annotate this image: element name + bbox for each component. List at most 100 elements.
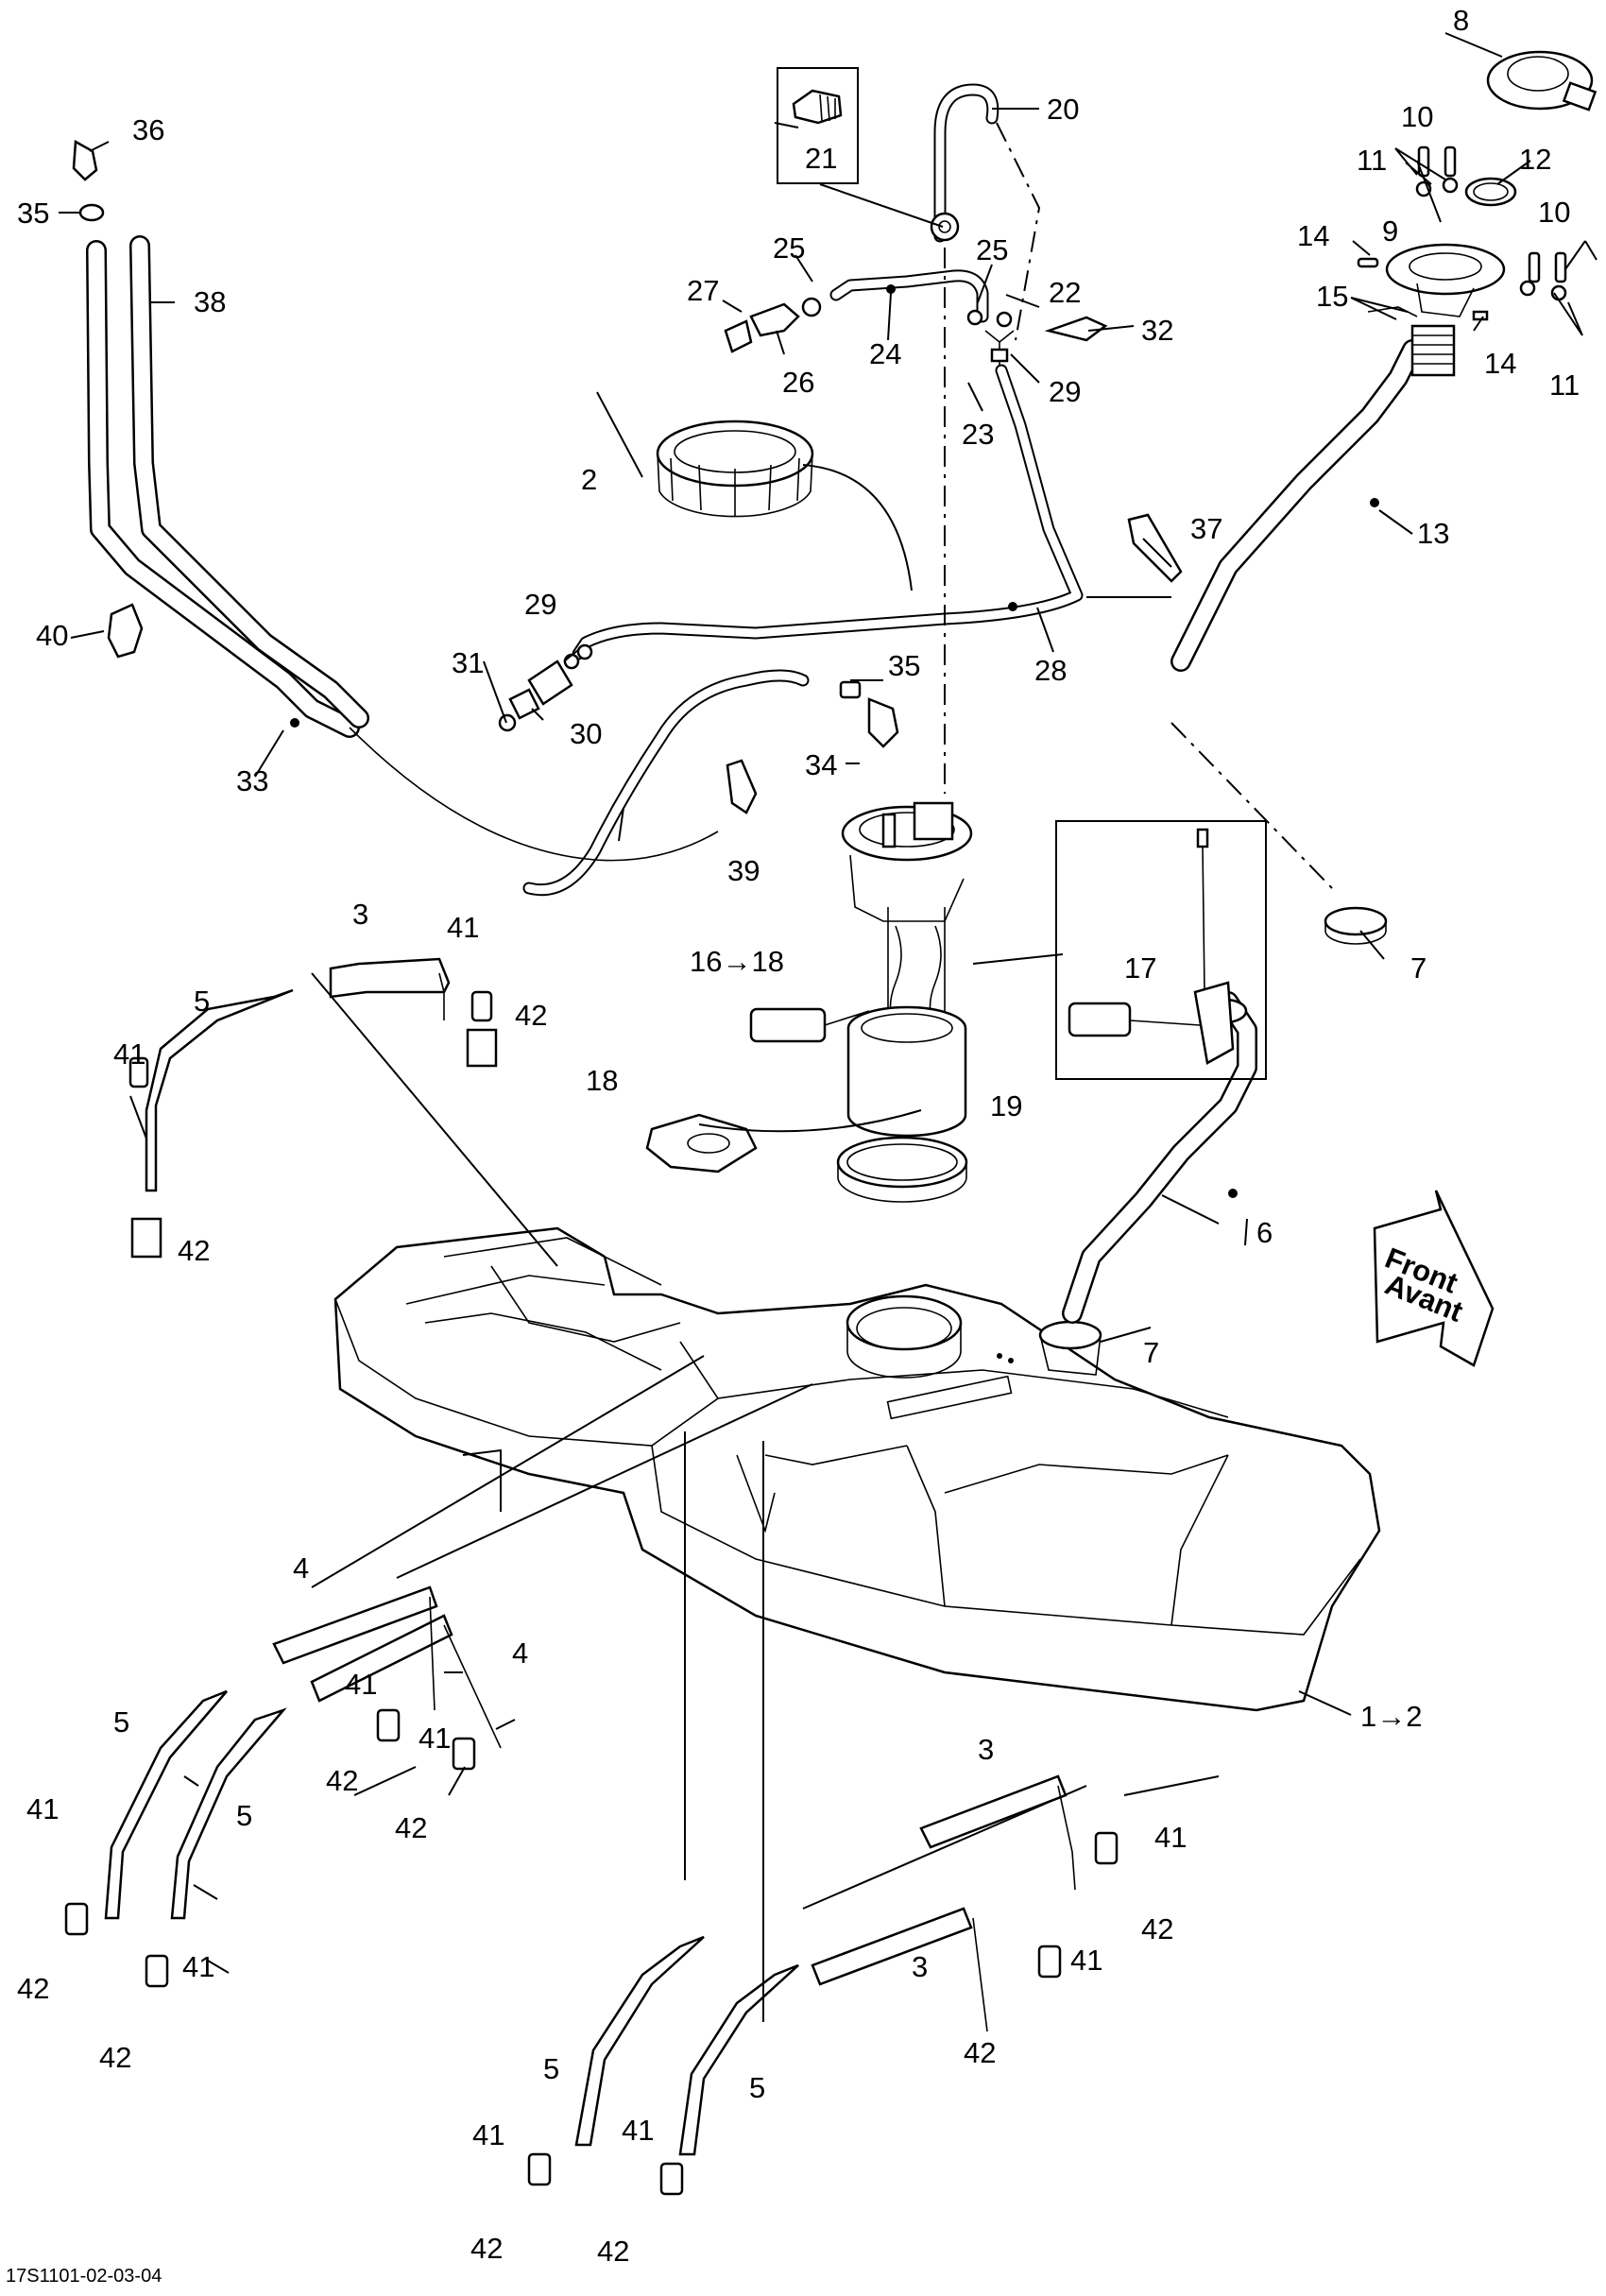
callout-4-top: 4 <box>293 1551 309 1585</box>
callout-20: 20 <box>1047 93 1079 126</box>
callout-labels: 8 10 11 12 9 14 10 15 14 11 13 7 6 7 1→2… <box>17 4 1580 2268</box>
callout-26: 26 <box>782 366 814 399</box>
callout-30: 30 <box>570 717 602 750</box>
callout-28: 28 <box>1034 654 1067 687</box>
straps-lower-right <box>527 1774 1119 2196</box>
callout-14-right: 14 <box>1484 347 1516 380</box>
callout-5-lower-left: 5 <box>543 2052 559 2085</box>
front-direction-arrow: Front Avant <box>1373 1190 1495 1367</box>
callout-33: 33 <box>236 764 268 797</box>
callout-37: 37 <box>1190 512 1222 545</box>
filler-hose <box>1062 906 1388 1324</box>
callout-32: 32 <box>1141 314 1173 347</box>
callout-40: 40 <box>36 619 68 652</box>
callout-2: 2 <box>581 463 597 496</box>
callout-1-2: 1→2 <box>1360 1700 1422 1733</box>
callout-41-a: 41 <box>447 911 479 944</box>
callout-42-g: 42 <box>1141 1912 1173 1945</box>
callout-39: 39 <box>727 854 760 887</box>
callout-29-left: 29 <box>524 588 556 621</box>
callout-7-lower: 7 <box>1143 1336 1159 1369</box>
vent-line-top <box>930 83 999 243</box>
callout-41-c: 41 <box>345 1668 377 1701</box>
callout-42-h: 42 <box>964 2036 996 2069</box>
strap-5-top-left <box>145 988 294 1192</box>
callout-leaders <box>59 32 1597 1974</box>
callout-41-g: 41 <box>1154 1821 1187 1854</box>
callout-42-c: 42 <box>326 1764 358 1797</box>
fuel-level-sender-inset <box>1055 820 1267 1080</box>
callout-13: 13 <box>1417 517 1449 550</box>
callout-29-top: 29 <box>1049 375 1081 408</box>
clamp-inset <box>777 67 859 184</box>
callout-41-b: 41 <box>113 1037 145 1071</box>
callout-41-e: 41 <box>26 1792 59 1825</box>
callout-23: 23 <box>962 418 994 451</box>
callout-5-top: 5 <box>194 985 210 1018</box>
flange-screws <box>1415 146 1567 301</box>
callout-41-f: 41 <box>182 1950 214 1983</box>
straps-lower-left <box>64 1585 502 1988</box>
callout-34: 34 <box>805 748 837 781</box>
callout-3-right: 3 <box>978 1733 994 1766</box>
callout-16-18: 16→18 <box>690 945 784 978</box>
callout-27: 27 <box>687 274 719 307</box>
callout-7-top: 7 <box>1410 951 1427 985</box>
callout-42-b: 42 <box>178 1234 210 1267</box>
callout-21: 21 <box>805 142 837 175</box>
callout-42-i: 42 <box>470 2232 503 2265</box>
callout-42-a: 42 <box>515 999 547 1032</box>
callout-42-j: 42 <box>597 2235 629 2268</box>
callout-41-h: 41 <box>1070 1944 1102 1977</box>
filler-cap <box>1486 50 1597 111</box>
callout-41-i: 41 <box>472 2118 504 2151</box>
callout-3-top: 3 <box>352 898 368 931</box>
callout-10-right: 10 <box>1538 196 1570 229</box>
callout-38: 38 <box>194 285 226 318</box>
callout-18: 18 <box>586 1064 618 1097</box>
drain-hoses <box>72 139 719 862</box>
fuel-tank <box>333 1226 1381 1712</box>
callout-25-right: 25 <box>976 233 1008 266</box>
callout-41-d: 41 <box>419 1722 451 1755</box>
drawing-number: 17S1101-02-03-04 <box>6 2266 162 2287</box>
callout-6: 6 <box>1256 1216 1273 1249</box>
callout-35-mid: 35 <box>888 649 920 682</box>
callout-36: 36 <box>132 113 164 146</box>
callout-10-top: 10 <box>1401 100 1433 133</box>
callout-15: 15 <box>1316 280 1348 313</box>
brackets-top-left <box>128 990 498 1259</box>
filler-neck-hose <box>1170 339 1423 672</box>
callout-31: 31 <box>452 646 484 679</box>
leader-lines <box>311 122 1333 2022</box>
fuel-line-28 <box>563 364 1084 670</box>
callout-42-d: 42 <box>395 1811 427 1844</box>
callout-22: 22 <box>1049 276 1081 309</box>
callout-9: 9 <box>1382 214 1398 248</box>
callout-42-e: 42 <box>17 1972 49 2005</box>
callout-11-top: 11 <box>1357 144 1387 177</box>
filler-neck-flange <box>1385 243 1506 377</box>
lock-ring <box>656 420 814 518</box>
callout-3-lower: 3 <box>912 1950 928 1983</box>
callout-4-right: 4 <box>512 1636 528 1670</box>
callout-24: 24 <box>869 337 901 370</box>
callout-19: 19 <box>990 1089 1022 1122</box>
callout-11-right: 11 <box>1549 368 1580 402</box>
callout-25-left: 25 <box>773 231 805 265</box>
check-valve-30-31 <box>498 660 573 732</box>
callout-5-mid: 5 <box>236 1799 252 1832</box>
vent-fittings <box>724 297 1108 368</box>
callout-8: 8 <box>1453 4 1469 37</box>
strap-3-top <box>329 957 451 1020</box>
callout-14-top: 14 <box>1297 219 1329 252</box>
callout-5-lower-right: 5 <box>749 2071 765 2104</box>
fuel-pump-module <box>749 801 973 1138</box>
fuel-line-34 <box>522 669 899 897</box>
callout-35-left: 35 <box>17 197 49 230</box>
vent-line-24 <box>829 269 989 323</box>
callout-5-left: 5 <box>113 1705 129 1739</box>
callout-42-f: 42 <box>99 2041 131 2074</box>
callout-41-j: 41 <box>622 2114 654 2147</box>
